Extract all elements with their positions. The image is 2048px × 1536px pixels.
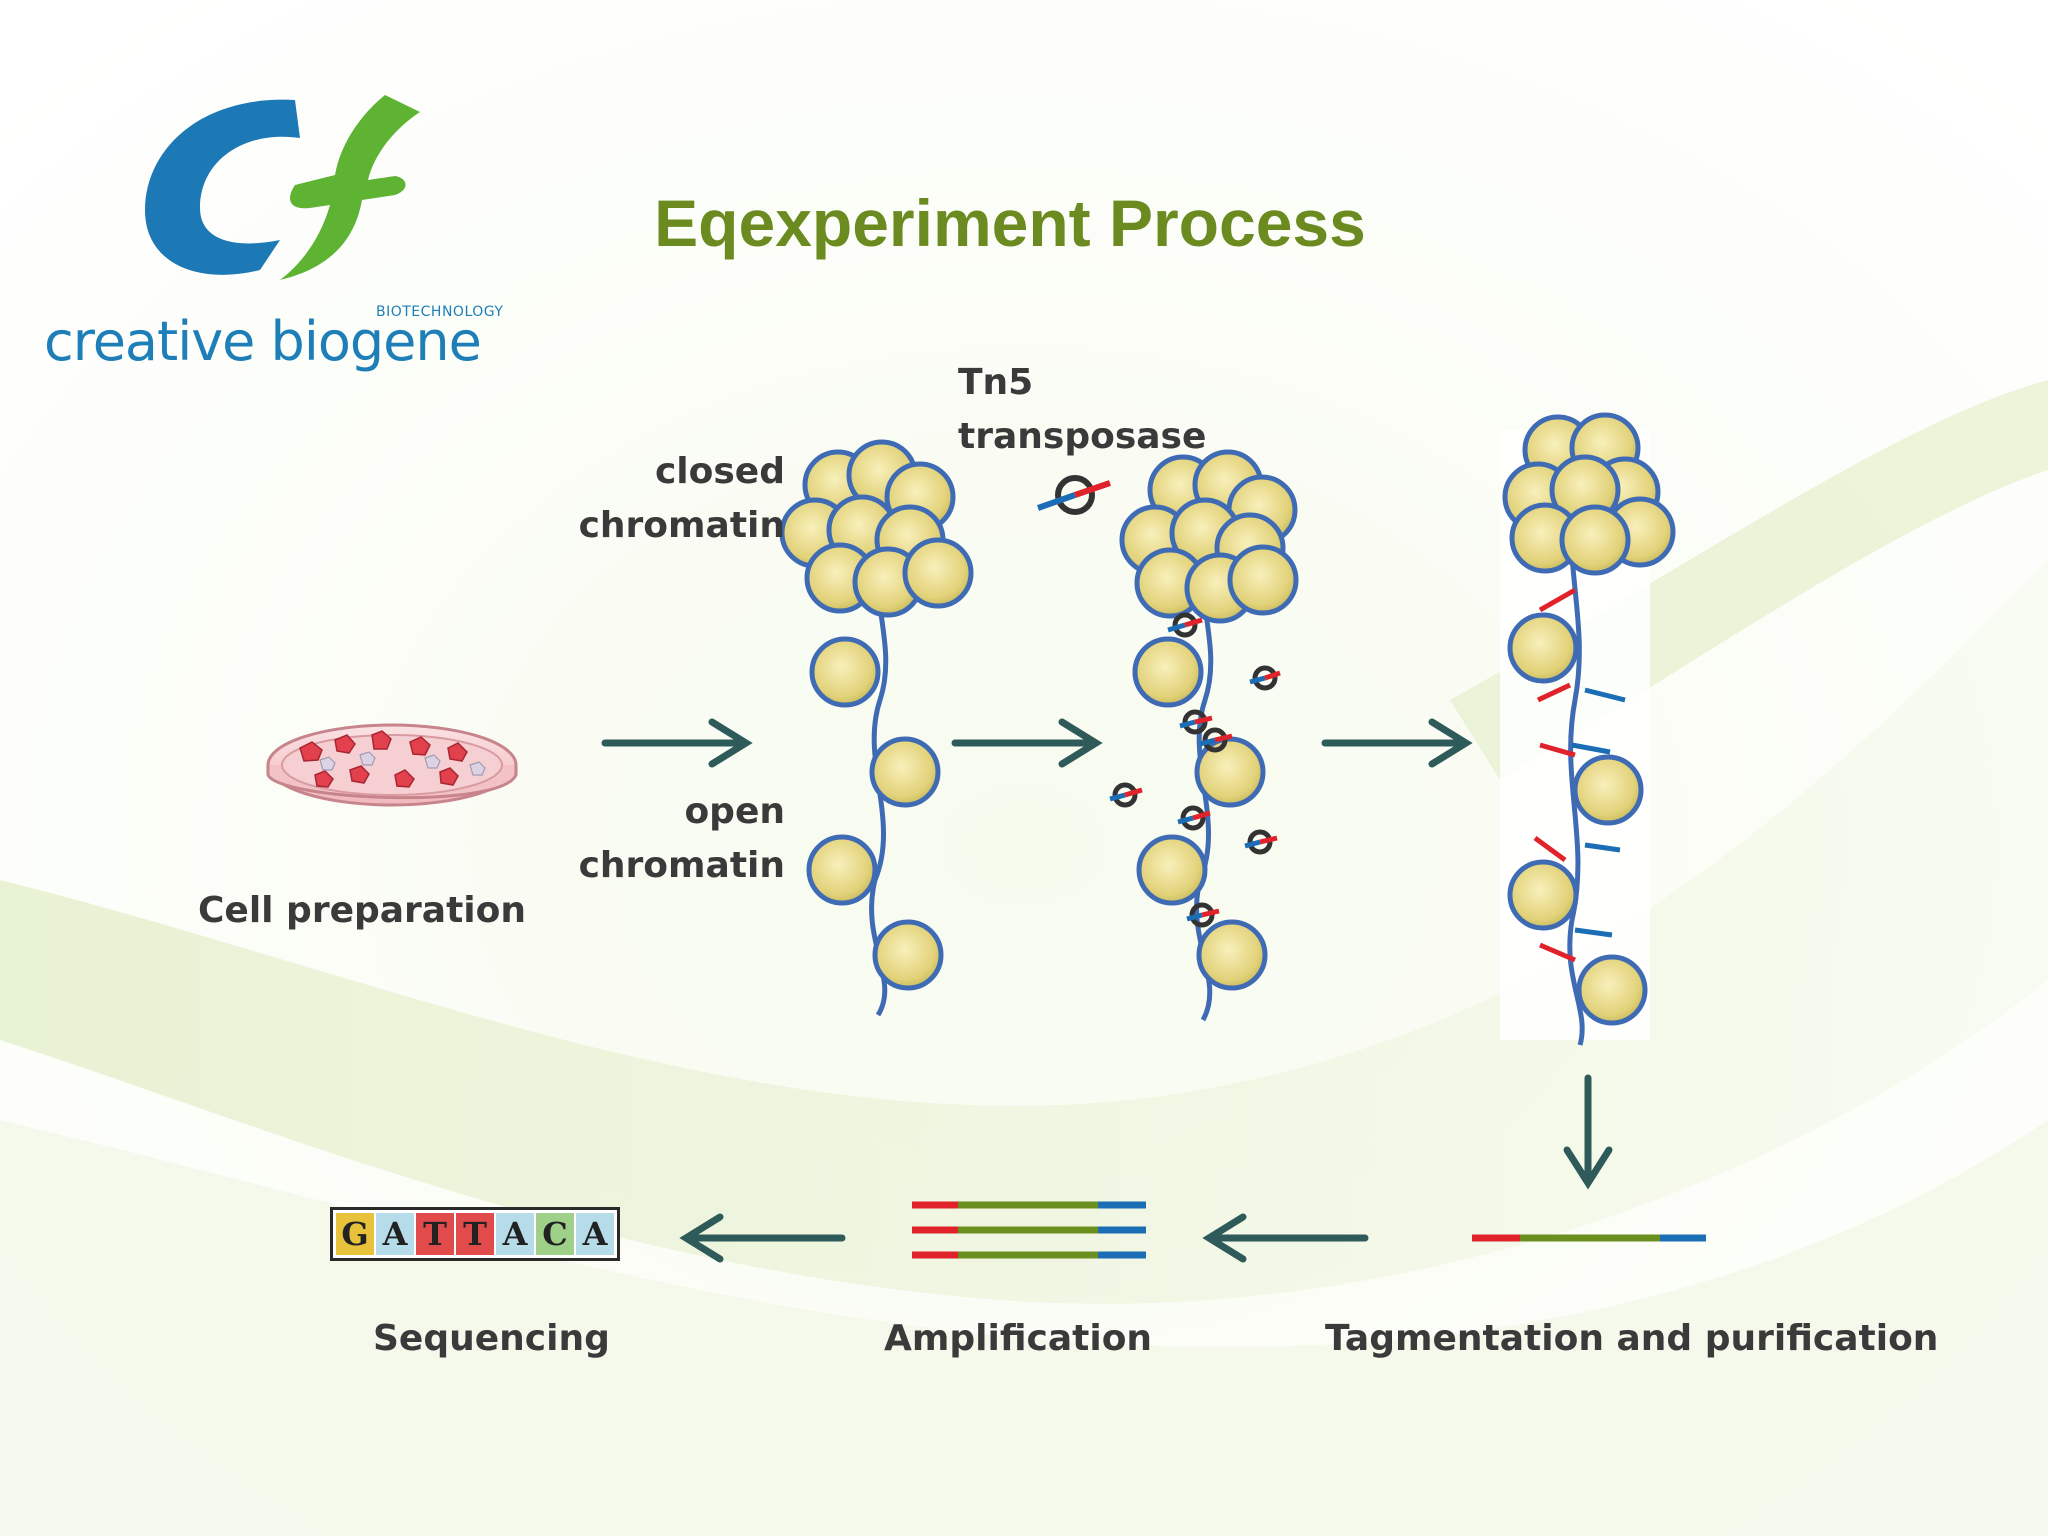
- petri-dish-icon: [266, 723, 518, 807]
- logo-c-shape: [145, 99, 300, 275]
- tagmentation-label: Tagmentation and purification: [1325, 1318, 1939, 1359]
- sequence-letter: A: [576, 1213, 614, 1255]
- sequencing-label: Sequencing: [373, 1318, 610, 1359]
- closed-chromatin-label: closed chromatin: [560, 445, 785, 553]
- arrow-down: [1563, 1074, 1613, 1190]
- arrow-left-2: [679, 1213, 846, 1263]
- brand-tagline: BIOTECHNOLOGY: [376, 304, 504, 320]
- tn5-label-line2: transposase: [958, 416, 1207, 457]
- sequence-letter: A: [496, 1213, 534, 1255]
- arrow-3: [1321, 718, 1473, 768]
- logo-cross-shape: [280, 95, 420, 280]
- arrow-left-1: [1202, 1213, 1369, 1263]
- arrow-1: [601, 718, 753, 768]
- open-label-line1: open: [684, 791, 785, 832]
- tn5-label-line1: Tn5: [958, 362, 1034, 403]
- tn5-transposase-label: Tn5 transposase: [958, 356, 1206, 464]
- chromatin-structure-2: [1109, 449, 1299, 1022]
- adapter-fragments: [1533, 587, 1626, 963]
- brand-name: creative biogene: [44, 310, 482, 373]
- amplification-label: Amplification: [884, 1318, 1153, 1359]
- closed-label-line2: chromatin: [578, 505, 785, 546]
- arrow-2: [951, 718, 1103, 768]
- tn5-transposase-icon: [1037, 475, 1111, 515]
- bg-wave-2: [0, 1120, 2048, 1536]
- open-chromatin-label: open chromatin: [560, 785, 785, 893]
- sequence-letter: A: [376, 1213, 414, 1255]
- sequence-letter: G: [336, 1213, 374, 1255]
- cell-preparation-label: Cell preparation: [198, 890, 527, 931]
- sequence-letter: T: [456, 1213, 494, 1255]
- closed-label-line1: closed: [654, 451, 785, 492]
- sequence-letter: T: [416, 1213, 454, 1255]
- amplified-fragments: [912, 1201, 1146, 1259]
- chromatin-structure-3: [1500, 412, 1676, 1046]
- page-title: Eqexperiment Process: [654, 186, 1366, 260]
- chromatin-structure-1: [779, 439, 974, 1017]
- tn5-bound-molecules: [1109, 612, 1281, 928]
- bg-wave-1: [0, 560, 2048, 1304]
- sequence-letter: C: [536, 1213, 574, 1255]
- open-label-line2: chromatin: [578, 845, 785, 886]
